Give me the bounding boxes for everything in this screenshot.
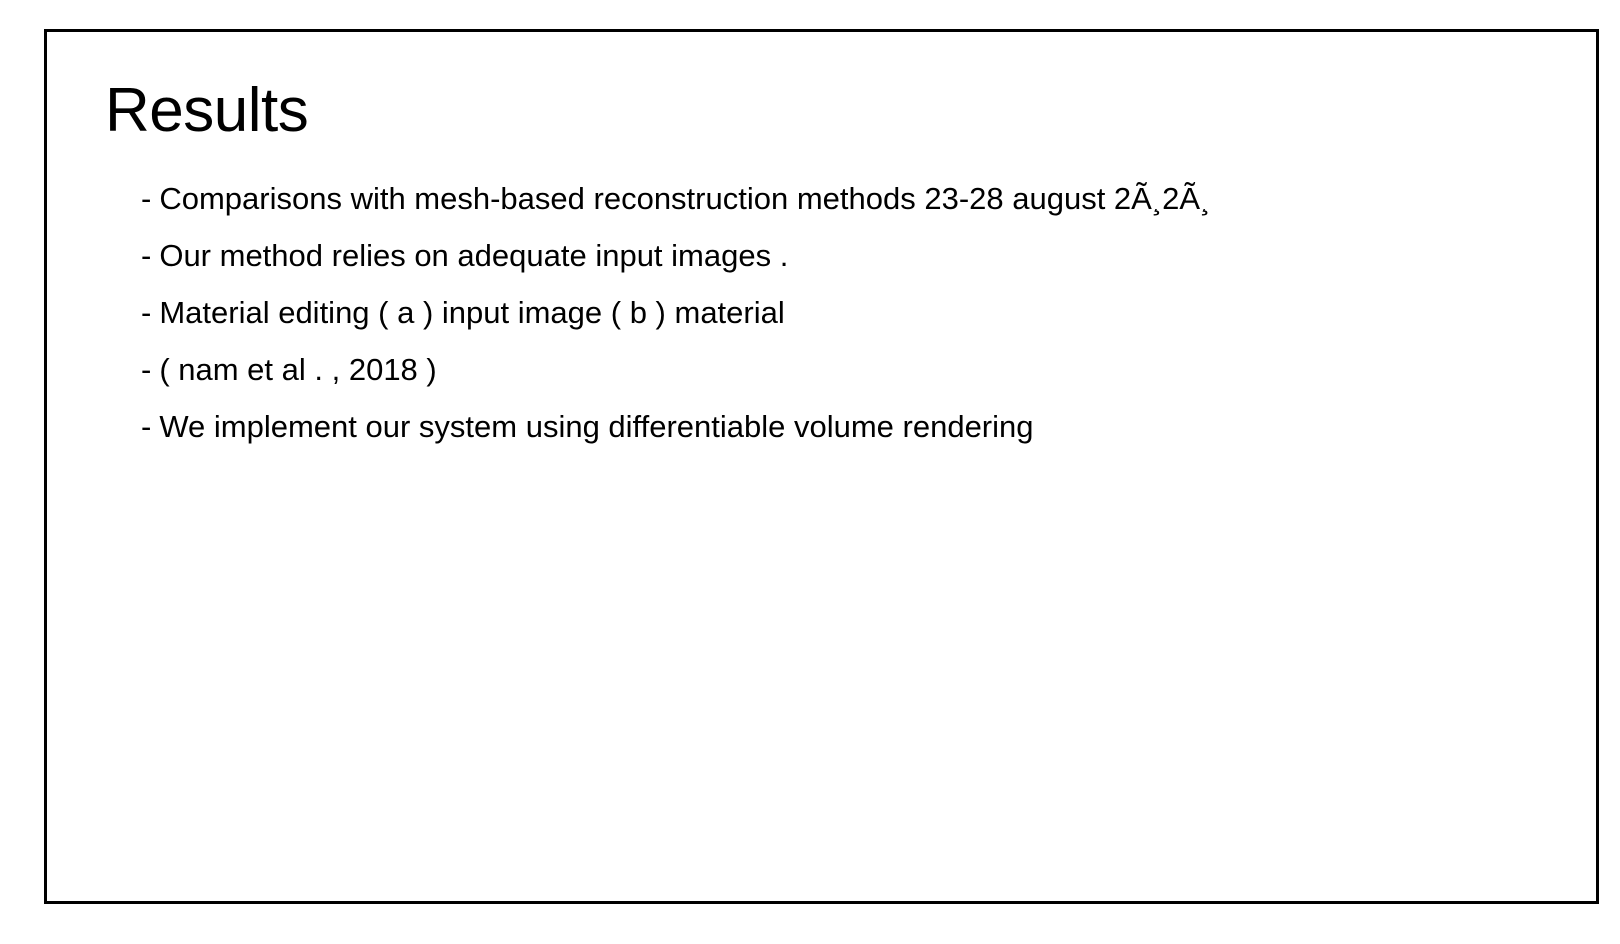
bullet-marker: - — [141, 352, 152, 387]
bullet-item: -Comparisons with mesh-based reconstruct… — [141, 170, 1210, 227]
bullet-marker: - — [141, 238, 152, 273]
slide-title: Results — [105, 76, 309, 145]
bullet-text: We implement our system using differenti… — [159, 409, 1034, 444]
bullet-marker: - — [141, 409, 152, 444]
bullet-item: -Material editing ( a ) input image ( b … — [141, 284, 1210, 341]
bullet-item: -( nam et al . , 2018 ) — [141, 341, 1210, 398]
bullet-list: -Comparisons with mesh-based reconstruct… — [141, 170, 1210, 455]
bullet-item: -We implement our system using different… — [141, 398, 1210, 455]
bullet-marker: - — [141, 181, 152, 216]
slide-frame: Results -Comparisons with mesh-based rec… — [44, 29, 1599, 904]
bullet-marker: - — [141, 295, 152, 330]
bullet-text: ( nam et al . , 2018 ) — [159, 352, 437, 387]
bullet-text: Material editing ( a ) input image ( b )… — [159, 295, 785, 330]
bullet-text: Our method relies on adequate input imag… — [159, 238, 789, 273]
bullet-text: Comparisons with mesh-based reconstructi… — [159, 181, 1211, 216]
bullet-item: -Our method relies on adequate input ima… — [141, 227, 1210, 284]
